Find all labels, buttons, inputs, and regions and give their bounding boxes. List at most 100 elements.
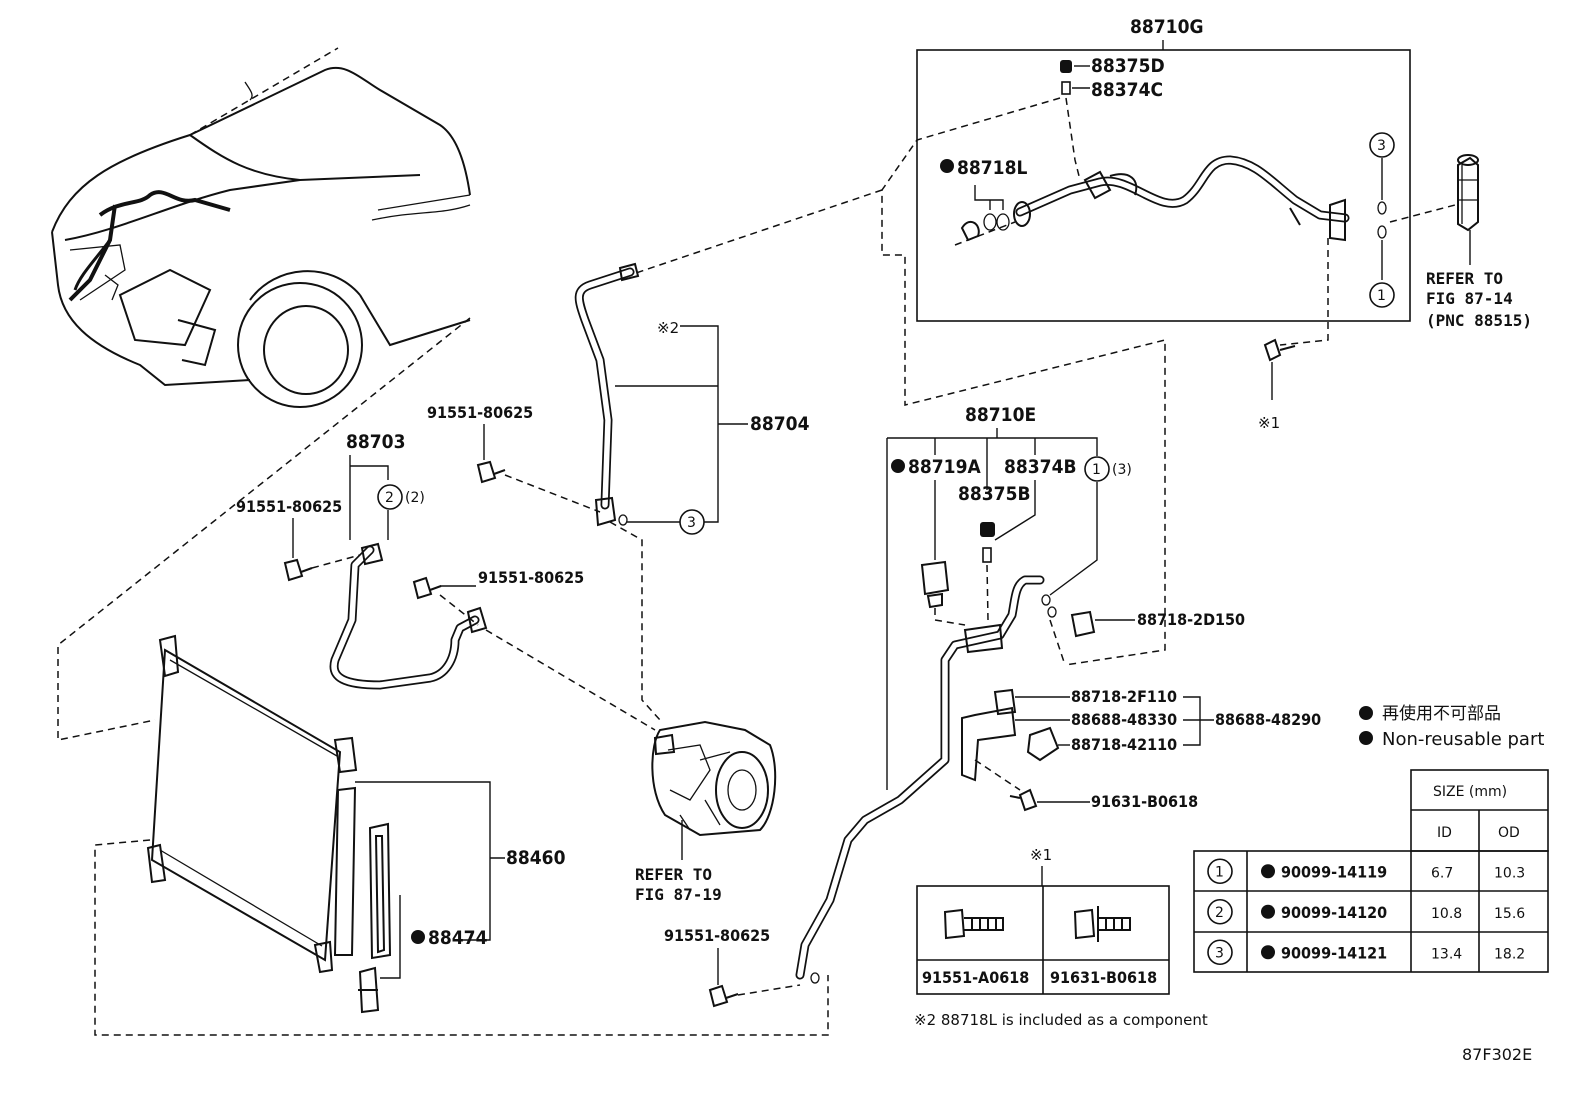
size-row-id: 13.4 xyxy=(1431,946,1462,962)
bolt-box-mark: ※1 xyxy=(1030,846,1052,864)
non-reusable-dot xyxy=(1261,904,1275,919)
bolt-note1: ※1 xyxy=(1258,338,1296,432)
expansion-valve: REFER TO FIG 87-14 (PNC 88515) xyxy=(1426,154,1532,330)
legend-dot-icon xyxy=(1359,706,1373,720)
legend-dot-icon xyxy=(1359,731,1373,745)
label-88374B: 88374B xyxy=(1004,456,1077,478)
size-table-rows: 1 90099-14119 6.7 10.3 2 90099-14120 10.8 15.6 3… xyxy=(1207,858,1525,966)
note2-mark: ※2 xyxy=(657,319,679,337)
note1-mark: ※1 xyxy=(1258,414,1280,432)
bolt-91551-a: 91551-80625 xyxy=(427,403,601,513)
non-reusable-dot xyxy=(1261,945,1275,960)
figure-id: 87F302E xyxy=(1462,1045,1532,1064)
label-88375D: 88375D xyxy=(1091,55,1165,77)
label-88718-2F110: 88718-2F110 xyxy=(1071,687,1177,706)
oring-callout-1 xyxy=(1369,282,1395,308)
flange-bolt-icon xyxy=(943,908,1004,940)
label-88718-42110: 88718-42110 xyxy=(1071,735,1177,754)
car-front-illustration xyxy=(51,47,471,741)
oring-callout-3b xyxy=(679,509,705,535)
size-row-id: 6.7 xyxy=(1431,865,1453,881)
refer-to-fig-87-14-l3: (PNC 88515) xyxy=(1426,311,1532,330)
condenser-88460: 88460 88474 xyxy=(94,634,829,1036)
size-row-id: 10.8 xyxy=(1431,906,1462,922)
washer-bolt-icon xyxy=(1073,906,1131,942)
assembly-88710G-frame xyxy=(916,49,1411,322)
label-91551-b: 91551-80625 xyxy=(236,497,342,516)
oring-callout-1b xyxy=(1084,456,1110,482)
label-88375B: 88375B xyxy=(958,483,1031,505)
label-88718-2D150: 88718-2D150 xyxy=(1137,610,1245,629)
size-row-ring: 2 xyxy=(1215,905,1224,921)
label-88374C: 88374C xyxy=(1091,79,1163,101)
label-88718L: 88718L xyxy=(957,157,1027,179)
oring-callout-3b-text: 3 xyxy=(687,515,696,531)
valve-core-88374C xyxy=(1061,81,1071,95)
valve-cap-88375B xyxy=(980,522,995,537)
bolt-box-left-label: 91551-A0618 xyxy=(922,968,1029,987)
valve-cap-88375D xyxy=(1060,60,1072,73)
non-reusable-dot xyxy=(1261,864,1275,879)
non-reusable-dot xyxy=(891,459,905,473)
oring-ring-icon xyxy=(1207,898,1233,925)
assembly-88710E: 88710E 88719A 88374B 88375B 1 (3) 88718-… xyxy=(664,404,1321,1008)
oring-callout-1b-text: 1 xyxy=(1092,462,1101,478)
size-table-header: SIZE (mm) xyxy=(1433,784,1507,800)
size-table-row: 3 90099-14121 13.4 18.2 xyxy=(1207,939,1525,966)
size-table-row: 1 90099-14119 6.7 10.3 xyxy=(1207,858,1525,885)
valve-core-88374B xyxy=(982,547,992,563)
label-91631-B0618: 91631-B0618 xyxy=(1091,792,1198,811)
non-reusable-dot xyxy=(411,930,425,944)
size-table-row: 2 90099-14120 10.8 15.6 xyxy=(1207,898,1525,925)
refer-to-fig-87-19-l2: FIG 87-19 xyxy=(635,885,722,904)
oring-callout-3 xyxy=(1369,132,1395,158)
size-row-part: 90099-14120 xyxy=(1281,903,1387,922)
size-row-od: 15.6 xyxy=(1494,906,1525,922)
hose-88703: 88703 2 (2) 91551-80625 91551-80625 xyxy=(236,431,656,731)
compressor: REFER TO FIG 87-19 xyxy=(635,720,777,904)
oring-callout-2-size: (2) xyxy=(405,490,425,506)
legend-en: Non-reusable part xyxy=(1382,729,1544,750)
label-91551-d: 91551-80625 xyxy=(664,926,770,945)
size-row-part: 90099-14121 xyxy=(1281,943,1387,962)
non-reusable-dot xyxy=(940,159,954,173)
oring-callout-2-text: 2 xyxy=(385,490,394,506)
bolt-type-box: ※1 91551-A0618 91631-B0618 xyxy=(916,846,1170,995)
label-88704: 88704 xyxy=(750,413,810,435)
label-88688-48330: 88688-48330 xyxy=(1071,710,1177,729)
label-88474: 88474 xyxy=(428,927,488,949)
size-row-od: 18.2 xyxy=(1494,946,1525,962)
size-table-col-od: OD xyxy=(1498,825,1520,841)
size-row-part: 90099-14119 xyxy=(1281,862,1387,881)
size-row-ring: 1 xyxy=(1215,864,1224,880)
oring-callout-1b-size: (3) xyxy=(1112,462,1132,478)
refer-to-fig-87-14-l2: FIG 87-14 xyxy=(1426,289,1513,308)
legend: 再使用不可部品 Non-reusable part xyxy=(1359,703,1544,750)
size-table-body-frame xyxy=(1193,850,1549,973)
footnote: ※2 88718L is included as a component xyxy=(914,1011,1208,1029)
oring-callout-3-text: 3 xyxy=(1377,138,1386,154)
label-91551-c: 91551-80625 xyxy=(478,568,584,587)
label-88710E: 88710E xyxy=(965,404,1036,426)
size-row-ring: 3 xyxy=(1215,945,1224,961)
hose-88704: ※2 88704 3 xyxy=(574,262,810,721)
oring-size-table: SIZE (mm) ID OD 1 90099-14119 6.7 10.3 2 9009… xyxy=(1193,769,1549,973)
assembly-88710G: 88710G 88375D 88374C 88718L 3 1 xyxy=(916,16,1456,346)
label-91551-a: 91551-80625 xyxy=(427,403,533,422)
clip-88718L xyxy=(960,220,980,242)
size-row-od: 10.3 xyxy=(1494,865,1525,881)
bolt-box-right-label: 91631-B0618 xyxy=(1050,968,1157,987)
oring-callout-2 xyxy=(377,484,403,510)
refer-to-fig-87-14-l1: REFER TO xyxy=(1426,269,1503,288)
oring-ring-icon xyxy=(1207,939,1233,966)
legend-jp: 再使用不可部品 xyxy=(1382,703,1501,724)
label-88710G: 88710G xyxy=(1130,16,1204,38)
label-88703: 88703 xyxy=(346,431,405,453)
oring-ring-icon xyxy=(1207,858,1233,885)
label-88460: 88460 xyxy=(506,847,566,869)
label-88688-48290: 88688-48290 xyxy=(1215,710,1321,729)
label-88719A: 88719A xyxy=(908,456,981,478)
size-table-col-id: ID xyxy=(1437,825,1452,841)
oring-callout-1-text: 1 xyxy=(1377,288,1386,304)
